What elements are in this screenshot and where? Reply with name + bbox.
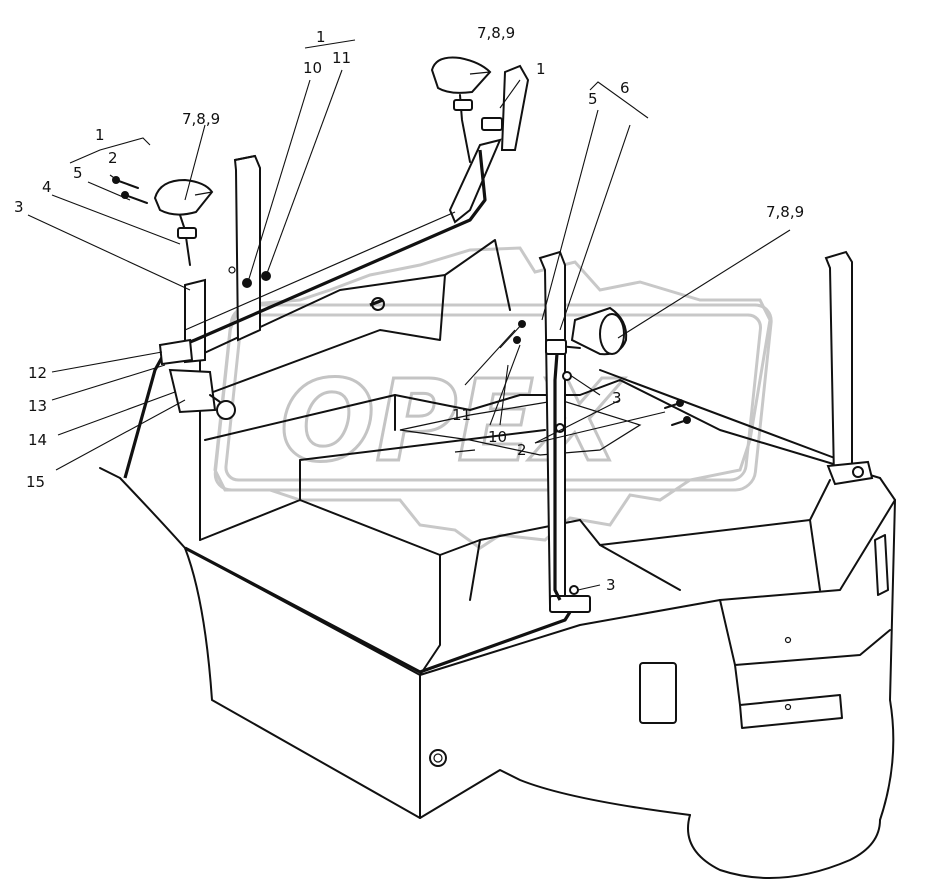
callout-12: 12: [28, 364, 47, 382]
callout-15: 15: [26, 473, 45, 491]
right-post-wire: [553, 339, 562, 601]
fasteners: [112, 176, 691, 595]
upper-wiring-harness: [164, 149, 487, 354]
callout-5-left: 5: [73, 164, 83, 182]
callout-789-left: 7,8,9: [182, 110, 220, 128]
lower-body-wire: [184, 546, 572, 674]
work-lamp-left: [153, 178, 214, 266]
cable-clamp: [371, 297, 385, 311]
callout-13: 13: [28, 397, 47, 415]
callout-10-center: 10: [488, 428, 507, 446]
leader-lines: [27, 39, 791, 591]
truck-body: [99, 239, 896, 879]
callout-3-lower: 3: [606, 576, 616, 594]
left-front-post: [233, 154, 261, 342]
callout-2-center: 2: [517, 441, 527, 459]
callout-3-left: 3: [14, 198, 24, 216]
far-right-post: [824, 250, 874, 486]
right-front-post: [448, 64, 530, 224]
callout-3-center: 3: [612, 389, 622, 407]
callout-789-top: 7,8,9: [477, 24, 515, 42]
work-lamp-top: [430, 56, 503, 163]
callout-5-right: 5: [588, 90, 598, 108]
callout-2-left: 2: [108, 149, 118, 167]
callout-11-center: 11: [452, 406, 471, 424]
callout-10-top: 10: [303, 59, 322, 77]
callout-6: 6: [620, 79, 630, 97]
callout-14: 14: [28, 431, 47, 449]
junction-bracket: [158, 338, 194, 366]
callout-1-right: 1: [536, 60, 546, 78]
callout-1-top: 1: [316, 28, 326, 46]
callout-4: 4: [42, 178, 52, 196]
work-lamp-right: [545, 306, 628, 356]
callout-1-left: 1: [95, 126, 105, 144]
callout-789-right: 7,8,9: [766, 203, 804, 221]
callout-11-top: 11: [332, 49, 351, 67]
cross-bar-edge: [184, 211, 456, 331]
callout-labels: 1 2 5 7,8,9 4 3 1 10 11 7,8,9 1 5 6 7,8,…: [14, 24, 804, 594]
